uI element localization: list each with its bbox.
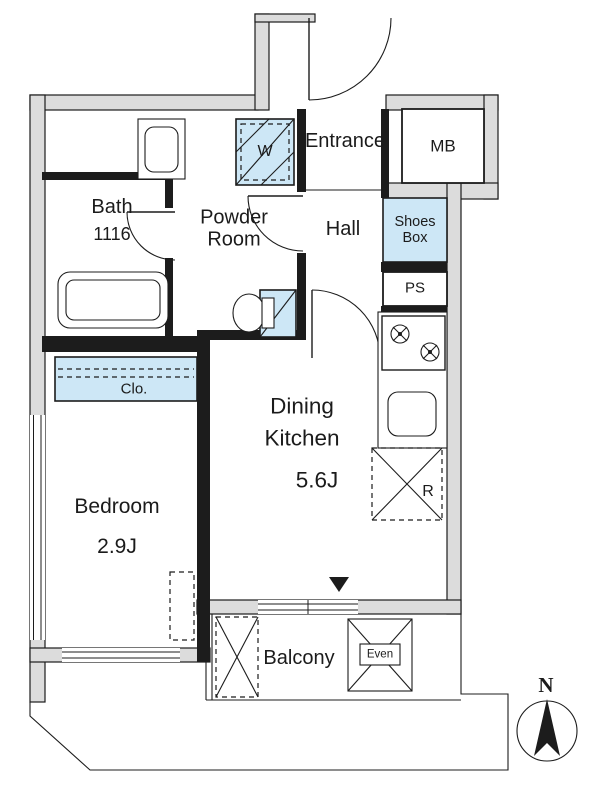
refrigerator-label: R (422, 483, 434, 501)
balcony-label: Balcony (263, 646, 335, 669)
meter-box (401, 108, 485, 184)
evacuation-hatch (347, 618, 413, 692)
bedroom-dashed-area (169, 571, 195, 641)
kitchen-counter (377, 311, 448, 449)
dining-kitchen-size-label: 5.6J (295, 467, 339, 493)
pipe-space (382, 271, 448, 307)
powder-room-door-arc (247, 195, 304, 252)
entrance-label: Entrance (304, 129, 386, 152)
hall-label: Hall (325, 217, 361, 240)
bath-label: Bath (91, 195, 133, 218)
powder-room-label: Powder Room (200, 207, 268, 252)
balcony-left-hatch (215, 616, 259, 698)
stove (381, 315, 446, 371)
bedroom-label: Bedroom (74, 495, 160, 519)
interior-walls (42, 109, 447, 662)
hall-dk-door-arc (311, 289, 381, 359)
bedroom-size-label: 2.9J (97, 535, 137, 559)
washing-machine (235, 118, 295, 186)
washer-label: W (257, 143, 273, 161)
bath-size-label: 1116 (93, 223, 131, 244)
north-needle-icon (534, 699, 560, 756)
closet (54, 356, 198, 402)
direction-triangle-icon (329, 577, 349, 592)
bathtub (57, 271, 169, 329)
dining-kitchen-label-line2: Kitchen (264, 425, 340, 451)
meter-box-label: MB (430, 136, 456, 156)
shoes-box-label-line1: Shoes (394, 213, 436, 230)
toilet (232, 289, 297, 338)
shoes-box-label-line2: Box (402, 230, 428, 246)
evacuation-hatch-label: Even (366, 648, 394, 661)
washbasin (137, 118, 186, 180)
powder-room-label-line2: Room (207, 229, 261, 251)
powder-room-label-line1: Powder (200, 206, 268, 229)
compass-north-label: N (538, 673, 554, 698)
windows (30, 415, 358, 662)
dining-kitchen-label-line1: Dining (270, 393, 334, 419)
shoes-box (382, 197, 448, 263)
stove-burner-icon (390, 324, 440, 362)
bath-door-arc (126, 211, 176, 261)
shoes-box-label: Shoes Box (394, 214, 435, 246)
compass (516, 699, 578, 762)
refrigerator-space (371, 447, 443, 521)
building-outline (29, 189, 509, 771)
pipe-space-label: PS (404, 279, 426, 297)
sink (387, 391, 437, 437)
closet-label: Clo. (120, 380, 148, 398)
entrance-door-arc (308, 17, 392, 101)
